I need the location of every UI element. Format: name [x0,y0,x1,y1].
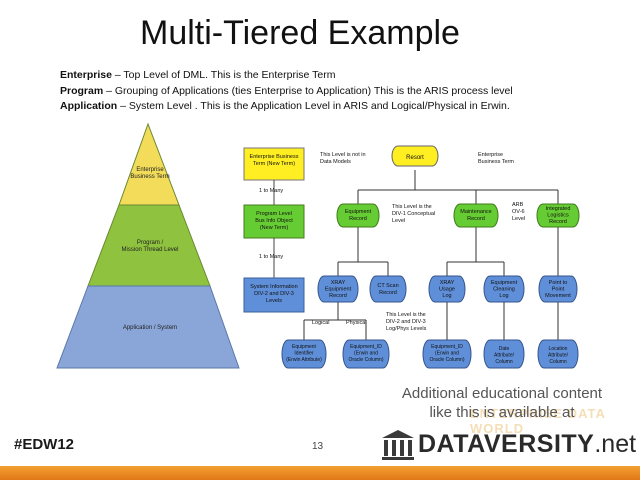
brand-name: DATAVERSITY [418,429,595,458]
brand-logo: DATAVERSITY.net [418,426,636,462]
definitions-block: Enterprise – Top Level of DML. This is t… [60,68,630,115]
legend-one-to-many-2: 1 to Many [259,254,283,260]
dataversity-logo-icon [382,430,414,460]
pyramid-bottom [56,285,240,369]
definition-enterprise: Enterprise – Top Level of DML. This is t… [60,69,336,81]
tree-connectors [303,170,559,340]
promo-text: Additional educational content like this… [388,384,616,422]
promo-line-2: like this is available at [429,404,575,421]
promo-line-1: Additional educational content [401,385,603,402]
legend-one-to-many-1: 1 to Many [259,188,283,194]
watermark-text: ENTERPRISE DATA WORLD [470,406,606,436]
bottom-accent-bar [0,466,640,480]
pyramid-middle-label: Program /Mission Thread Level [122,240,179,253]
legend-program-box [243,204,305,239]
pyramid-top [118,122,180,206]
note-logical: Logical [312,320,329,326]
page-number: 13 [312,441,324,452]
note-physical: Physical [346,320,366,326]
svg-text:Resort: Resort [406,155,424,161]
brand-tld: .net [594,429,637,458]
legend-system-box [243,277,305,313]
node-resort: Resort [391,145,439,167]
slide-title: Multi-Tiered Example [140,14,460,52]
pyramid-bottom-label: Application / System [123,325,177,331]
event-hashtag: #EDW12 [14,436,75,453]
definition-program: Program – Grouping of Applications (ties… [60,84,513,97]
definition-application: Application – System Level . This is the… [60,100,510,112]
